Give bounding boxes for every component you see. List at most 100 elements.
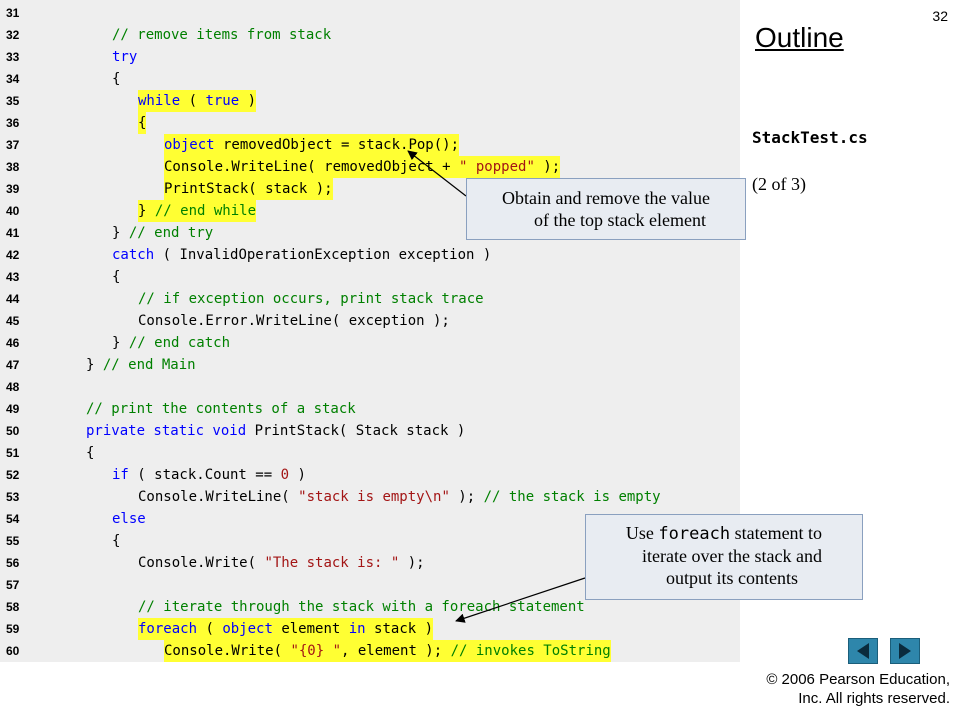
code-line: 36 {: [0, 112, 740, 134]
code-text: private static void PrintStack( Stack st…: [86, 420, 465, 442]
code-text: {: [138, 112, 147, 134]
code-token: Console.Write(: [164, 643, 291, 659]
code-text: Console.Write( "The stack is: " );: [138, 552, 425, 574]
code-token: {: [112, 71, 121, 87]
line-number: 38: [6, 160, 20, 174]
code-token: }: [138, 203, 155, 219]
code-line: 38 Console.WriteLine( removedObject + " p…: [0, 156, 740, 178]
line-number: 45: [6, 314, 20, 328]
code-comment: // end while: [154, 203, 257, 219]
code-keyword: else: [112, 511, 146, 527]
code-line: 51{: [0, 442, 740, 464]
code-text: } // end Main: [86, 354, 196, 376]
prev-slide-button[interactable]: [848, 638, 878, 664]
code-token: );: [534, 159, 561, 175]
line-number: 32: [6, 28, 20, 42]
code-token: (: [197, 621, 223, 637]
slide-number: 32: [932, 8, 948, 24]
code-text: try: [112, 46, 137, 68]
code-token: stack ): [365, 621, 434, 637]
code-text: Console.WriteLine( removedObject + " pop…: [164, 156, 561, 178]
foreach-callout-line2: iterate over the stack and: [642, 546, 822, 566]
code-text: {: [112, 68, 120, 90]
code-keyword: in: [348, 621, 366, 637]
foreach-callout-prefix: Use: [625, 523, 659, 543]
line-number: 49: [6, 402, 20, 416]
line-number: 37: [6, 138, 20, 152]
foreach-callout-line1: Use foreach statement to: [586, 522, 862, 545]
code-comment: // the stack is empty: [483, 489, 661, 505]
code-text: {: [112, 530, 120, 552]
code-literal: 0: [280, 467, 290, 483]
code-keyword: if: [112, 467, 129, 483]
code-token: element: [272, 621, 349, 637]
code-token: {: [138, 115, 147, 131]
code-text: while ( true ): [138, 90, 257, 112]
code-token: {: [112, 533, 121, 549]
code-token: (: [180, 93, 206, 109]
line-number: 44: [6, 292, 20, 306]
line-number: 51: [6, 446, 20, 460]
code-keyword: while: [138, 93, 181, 109]
line-number: 34: [6, 72, 20, 86]
next-arrow-icon: [899, 643, 911, 659]
code-token: ): [289, 467, 306, 483]
line-number: 55: [6, 534, 20, 548]
line-number: 43: [6, 270, 20, 284]
code-keyword: object: [222, 621, 273, 637]
code-text: } // end try: [112, 222, 213, 244]
line-number: 60: [6, 644, 20, 658]
code-token: Console.WriteLine(: [138, 489, 299, 505]
code-token: PrintStack( Stack stack ): [246, 423, 466, 439]
pop-callout-arrow: [407, 150, 467, 197]
pop-callout-line2: of the top stack element: [534, 210, 706, 230]
code-line: 58// iterate through the stack with a fo…: [0, 596, 740, 618]
code-text: {: [112, 266, 120, 288]
code-token: Console.WriteLine( removedObject +: [164, 159, 460, 175]
code-text: else: [112, 508, 146, 530]
code-text: object removedObject = stack.Pop();: [164, 134, 460, 156]
code-token: Console.Error.WriteLine( exception );: [138, 313, 450, 329]
code-text: catch ( InvalidOperationException except…: [112, 244, 491, 266]
code-line: 40} // end while: [0, 200, 740, 222]
code-text: // print the contents of a stack: [86, 398, 356, 420]
code-token: ( stack.Count ==: [128, 467, 281, 483]
code-keyword: object: [164, 137, 215, 153]
code-comment: // invokes ToString: [450, 643, 611, 659]
code-comment: // iterate through the stack with a fore…: [138, 599, 585, 615]
foreach-callout-suffix: statement to: [730, 523, 823, 543]
line-number: 41: [6, 226, 20, 240]
pop-callout-line1: Obtain and remove the value: [502, 188, 710, 208]
page-indicator: (2 of 3): [752, 174, 806, 194]
line-number: 54: [6, 512, 20, 526]
code-keyword: catch: [112, 247, 155, 263]
next-slide-button[interactable]: [890, 638, 920, 664]
outline-title: Outline: [755, 22, 844, 53]
code-keyword: private static void: [86, 423, 247, 439]
line-number: 36: [6, 116, 20, 130]
code-line: 41 } // end try: [0, 222, 740, 244]
code-text: Console.WriteLine( "stack is empty\n" );…: [138, 486, 661, 508]
code-text: // remove items from stack: [112, 24, 331, 46]
code-token: }: [112, 225, 129, 241]
code-token: removedObject = stack.Pop();: [214, 137, 460, 153]
line-number: 35: [6, 94, 20, 108]
code-line: 37 object removedObject = stack.Pop();: [0, 134, 740, 156]
line-number: 48: [6, 380, 20, 394]
code-line: 57: [0, 574, 740, 596]
code-line: 32 // remove items from stack: [0, 24, 740, 46]
line-number: 31: [6, 6, 20, 20]
code-line: 43 {: [0, 266, 740, 288]
foreach-callout: Use foreach statement to iterate over th…: [585, 514, 863, 600]
code-comment: // end catch: [128, 335, 231, 351]
code-literal: "stack is empty\n": [298, 489, 450, 505]
